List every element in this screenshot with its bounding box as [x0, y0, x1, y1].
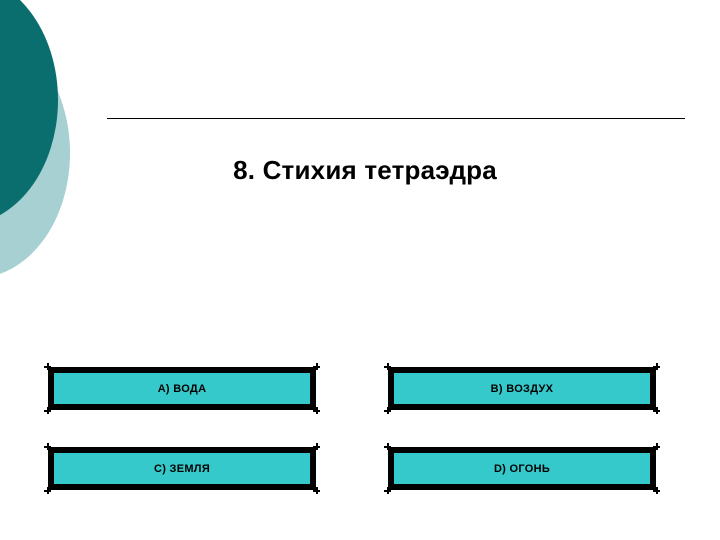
answer-option-a-label: A) ВОДА	[157, 382, 207, 395]
corner-mark-icon	[653, 407, 660, 414]
corner-mark-icon	[384, 443, 391, 450]
corner-mark-icon	[653, 487, 660, 494]
corner-mark-icon	[44, 487, 51, 494]
answer-option-d-label: D) ОГОНЬ	[493, 462, 551, 475]
answer-option-d[interactable]: D) ОГОНЬ	[384, 443, 660, 494]
answer-option-b[interactable]: B) ВОЗДУХ	[384, 363, 660, 414]
answer-option-a[interactable]: A) ВОДА	[44, 363, 320, 414]
corner-mark-icon	[313, 443, 320, 450]
corner-mark-icon	[384, 407, 391, 414]
corner-mark-icon	[653, 443, 660, 450]
corner-mark-icon	[44, 407, 51, 414]
corner-mark-icon	[44, 363, 51, 370]
corner-mark-icon	[384, 487, 391, 494]
corner-mark-icon	[313, 363, 320, 370]
page-title: 8. Стихия тетраэдра	[233, 155, 497, 185]
corner-mark-icon	[384, 363, 391, 370]
corner-mark-icon	[313, 407, 320, 414]
answer-option-b-label: B) ВОЗДУХ	[490, 382, 554, 395]
corner-mark-icon	[44, 443, 51, 450]
corner-mark-icon	[653, 363, 660, 370]
answer-option-c-label: C) ЗЕМЛЯ	[153, 462, 211, 475]
header-divider	[107, 118, 685, 119]
corner-mark-icon	[313, 487, 320, 494]
answer-option-c[interactable]: C) ЗЕМЛЯ	[44, 443, 320, 494]
